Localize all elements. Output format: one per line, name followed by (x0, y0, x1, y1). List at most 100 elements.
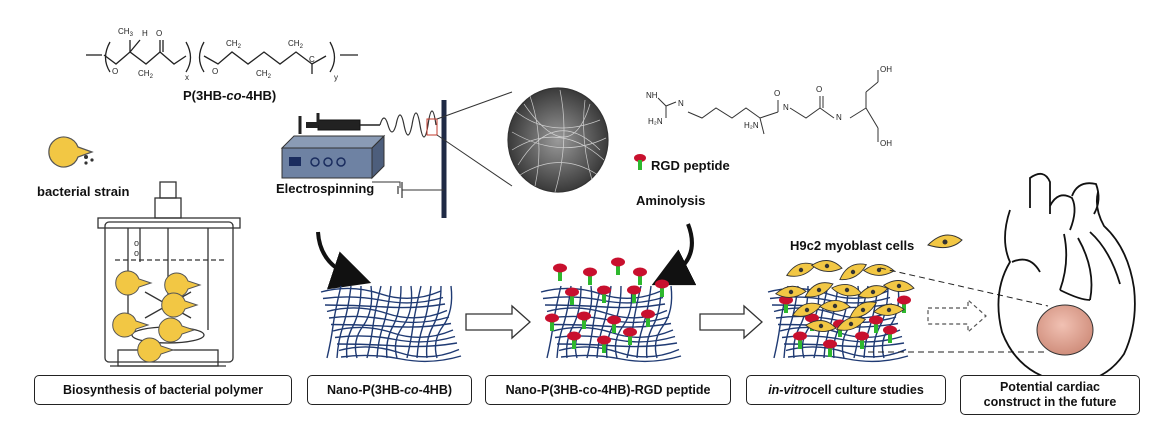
atom-ch2-c: CH2 (256, 69, 272, 80)
mesh-fiber (586, 285, 602, 359)
mesh-fiber (354, 285, 373, 359)
peptide-head (627, 285, 641, 295)
hollow-arrow-2 (699, 304, 763, 340)
stage-box-invitro-text-2: cell culture studies (810, 383, 924, 397)
cell-nucleus (788, 289, 794, 295)
rgd-oh-2: OH (880, 139, 892, 148)
mesh-fiber (636, 285, 652, 359)
mesh-fiber (645, 285, 662, 359)
mesh-fiber (336, 342, 458, 348)
rgd-h2n-2: H₂N (744, 121, 759, 130)
peptide-head (597, 285, 611, 295)
mesh-fiber (340, 354, 462, 363)
mesh-fiber (863, 285, 879, 359)
projection-line-top (879, 267, 1049, 307)
rgd-oh-1: OH (880, 65, 892, 74)
peptide-head (897, 295, 911, 305)
nanofiber-mesh (320, 285, 462, 363)
rgd-o-2: O (816, 85, 822, 94)
myoblast-cell-icon (927, 234, 963, 249)
atom-h: H (142, 29, 148, 38)
peptide-head (597, 335, 611, 345)
mesh-fiber (416, 285, 432, 359)
stage-box-invitro: in-vitro cell culture studies (746, 375, 946, 405)
svg-text:o: o (134, 238, 139, 248)
peptide-head (855, 331, 869, 341)
mesh-fiber (338, 346, 460, 358)
peptide-head (567, 331, 581, 341)
rgd-peptide-icon (634, 154, 646, 170)
mesh-fiber (881, 285, 900, 359)
peptide-stem (558, 268, 562, 281)
mesh-fiber (872, 285, 889, 359)
atom-c: C (309, 55, 315, 64)
peptide-stem (638, 272, 642, 285)
cell-nucleus (844, 287, 850, 293)
peptide-stem (612, 320, 616, 333)
mesh-fiber (324, 303, 446, 309)
stage-box-cardiac-text-2: construct in the future (983, 395, 1117, 409)
mesh-fiber (614, 285, 633, 359)
peptide-head (553, 263, 567, 273)
subscript-x: x (185, 73, 189, 82)
curved-arrow-left (316, 231, 372, 290)
cell-nucleus (850, 269, 856, 275)
peptide-stem (632, 290, 636, 303)
mesh-fiber (626, 285, 642, 359)
mesh-fiber (366, 285, 382, 359)
polymer-name: P(3HB-co-4HB) (183, 88, 276, 103)
curved-arrow-right (651, 223, 697, 286)
rgd-o-1: O (774, 89, 780, 98)
stage-box-nano-rgd-text: Nano-P(3HB-co-4HB)-RGD peptide (505, 383, 711, 397)
peptide-head (565, 287, 579, 297)
stage-box-nano-text-3: -4HB) (418, 383, 453, 397)
cell-nucleus (816, 287, 822, 293)
atom-o-carbonyl: O (156, 29, 162, 38)
mesh-fiber (406, 285, 422, 359)
peptide-head (793, 331, 807, 341)
stage-box-cardiac: Potential cardiac construct in the futur… (960, 375, 1140, 415)
peptide-stem (602, 290, 606, 303)
rgd-n: N (678, 99, 684, 108)
atom-ch2-a: CH2 (138, 69, 154, 80)
mesh-fiber (558, 346, 680, 358)
peptide-stem (874, 320, 878, 333)
mesh-fiber (853, 285, 869, 359)
mesh-fiber (425, 285, 442, 359)
rgd-nh: NH (646, 91, 658, 100)
rgd-h2n: H₂N (648, 117, 663, 126)
stage-box-nano-text-1: Nano-P(3HB- (326, 383, 405, 397)
atom-ch2-b: CH2 (226, 39, 242, 50)
mesh-fiber (332, 326, 454, 338)
hollow-arrow-1 (465, 304, 531, 340)
electrospinning-device (280, 91, 513, 218)
peptide-head (583, 267, 597, 277)
h9c2-label: H9c2 myoblast cells (790, 238, 914, 253)
cell-nucleus (870, 289, 876, 295)
cell-nucleus (848, 321, 854, 327)
stage-box-cardiac-text-1: Potential cardiac (999, 380, 1101, 394)
peptide-head (883, 325, 897, 335)
peptide-head (823, 339, 837, 349)
mesh-fiber (334, 335, 456, 343)
peptide-stem (570, 292, 574, 305)
mesh-fiber (394, 285, 413, 359)
rgd-atom-labels: NH H₂N N H₂N O N O N OH OH (646, 65, 892, 148)
peptide-head (611, 257, 625, 267)
peptide-stem (628, 332, 632, 345)
peptide-head (633, 267, 647, 277)
rgd-peptides-on-mesh (545, 257, 669, 353)
mesh-fiber (544, 303, 666, 309)
polymer-structure (86, 39, 358, 74)
peptide-stem (784, 300, 788, 313)
svg-text:o: o (134, 248, 139, 258)
atom-ch2-d: CH2 (288, 39, 304, 50)
mesh-fiber (345, 285, 362, 359)
mesh-fiber (322, 296, 444, 304)
mesh-fiber (434, 285, 453, 359)
mesh-fiber (560, 354, 682, 363)
atom-o-ester1: O (112, 67, 118, 76)
peptide-head (577, 311, 591, 321)
